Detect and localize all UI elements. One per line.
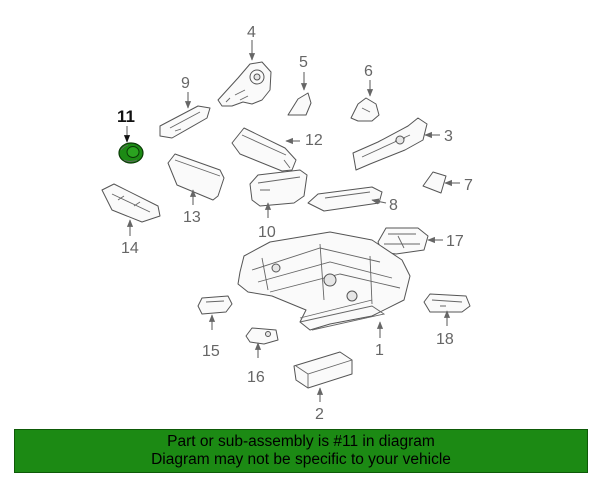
part-4-recliner-bracket[interactable] [217, 40, 272, 107]
callout-14: 14 [121, 240, 139, 257]
part-9-guide-rail[interactable] [159, 92, 211, 139]
part-8-switch-panel[interactable] [307, 186, 387, 212]
part-15-bracket[interactable] [197, 295, 233, 330]
callout-2: 2 [315, 406, 324, 423]
callout-4: 4 [247, 24, 256, 41]
callout-3: 3 [444, 128, 453, 145]
part-16-bracket[interactable] [245, 327, 279, 358]
callout-11: 11 [117, 107, 135, 126]
callout-15: 15 [202, 343, 220, 360]
callout-7: 7 [464, 177, 473, 194]
part-13-shield[interactable] [167, 153, 225, 205]
callout-10: 10 [258, 224, 276, 241]
callout-18: 18 [436, 331, 454, 348]
callout-5: 5 [299, 54, 308, 71]
part-7-clip[interactable] [422, 171, 460, 194]
callout-16: 16 [247, 369, 265, 386]
banner-line-1: Part or sub-assembly is #11 in diagram [167, 433, 435, 450]
callout-9: 9 [181, 75, 190, 92]
part-2-control-module[interactable] [293, 351, 353, 402]
part-11-knob[interactable] [118, 126, 144, 164]
part-12-cover[interactable] [231, 127, 300, 172]
callout-17: 17 [446, 233, 464, 250]
banner-line-2: Diagram may not be specific to your vehi… [151, 451, 451, 468]
callout-6: 6 [364, 63, 373, 80]
part-6-trim-cover[interactable] [350, 80, 380, 122]
callout-12: 12 [305, 132, 323, 149]
part-14-track-bracket[interactable] [101, 183, 161, 236]
info-banner: Part or sub-assembly is #11 in diagram D… [14, 429, 588, 473]
callout-8: 8 [389, 197, 398, 214]
part-3-side-shield[interactable] [352, 117, 440, 171]
callout-1: 1 [375, 342, 384, 359]
part-18-bracket[interactable] [423, 293, 471, 326]
part-5-trim-cover[interactable] [287, 72, 312, 116]
part-1-seat-frame[interactable] [237, 231, 411, 338]
callout-13: 13 [183, 209, 201, 226]
part-10-trim[interactable] [249, 169, 308, 218]
part-17-motor[interactable] [377, 227, 443, 255]
